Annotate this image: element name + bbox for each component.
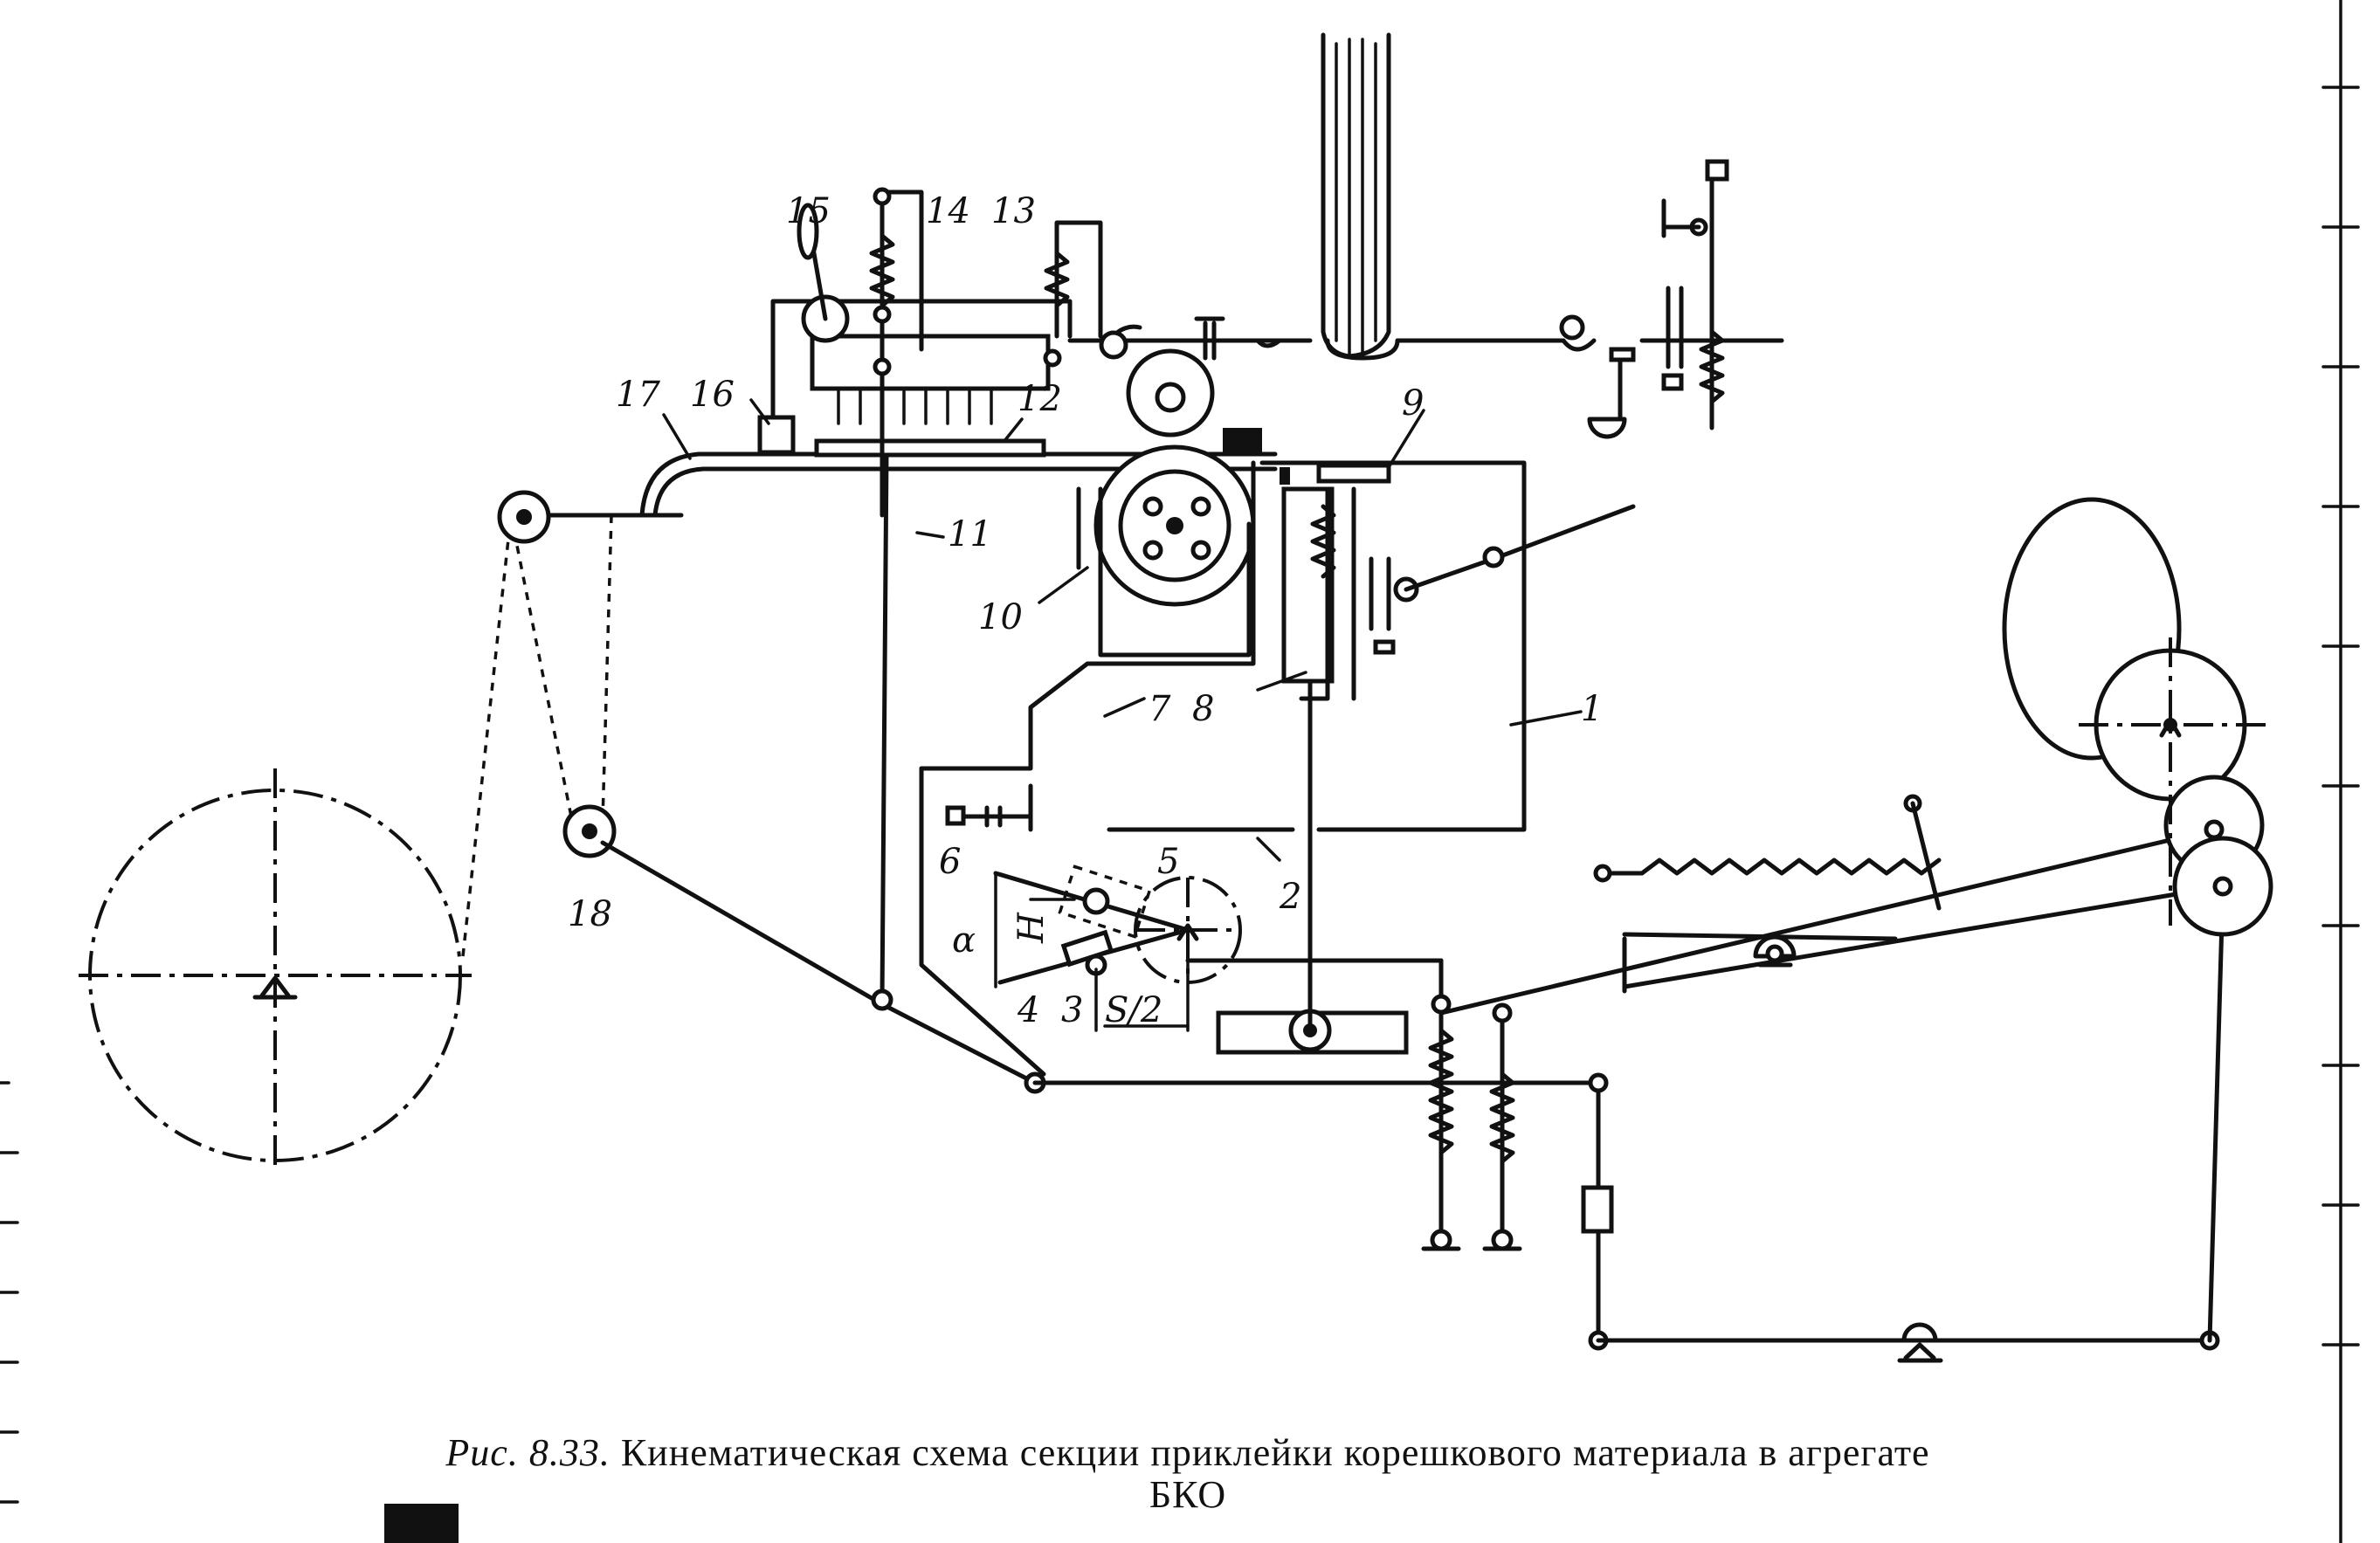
upper-mechanism xyxy=(639,187,1278,518)
label-1: 1 xyxy=(1581,689,1603,729)
label-s-half: S/2 xyxy=(1105,990,1162,1030)
lever-right xyxy=(1438,794,2225,1016)
scan-artifact xyxy=(384,1504,459,1543)
supply-reel xyxy=(79,768,472,1170)
label-15: 15 xyxy=(786,191,831,231)
web-path xyxy=(461,513,684,957)
label-18: 18 xyxy=(568,894,612,934)
label-17: 17 xyxy=(616,375,660,415)
guide-roller-top xyxy=(497,490,551,544)
label-10: 10 xyxy=(978,597,1023,637)
label-3: 3 xyxy=(1061,990,1083,1030)
slider-block xyxy=(1216,679,1409,1055)
element-6 xyxy=(945,805,1033,828)
label-2: 2 xyxy=(1279,877,1301,917)
part-labels: 1 2 3 4 5 6 7 8 9 10 11 12 13 14 15 16 1… xyxy=(568,191,1603,1030)
caption-text-line2: БКО xyxy=(1149,1473,1227,1516)
cam-5 xyxy=(993,864,1444,1032)
label-5: 5 xyxy=(1157,842,1179,882)
right-reels xyxy=(2002,497,2273,937)
label-4: 4 xyxy=(1017,990,1039,1030)
label-6: 6 xyxy=(939,842,961,882)
roller-18 xyxy=(562,804,1038,1085)
label-8: 8 xyxy=(1192,689,1214,729)
label-11: 11 xyxy=(948,514,992,555)
caption-text-line1: Кинематическая схема секции приклейки ко… xyxy=(620,1431,1930,1474)
label-alpha: α xyxy=(952,920,976,961)
label-14: 14 xyxy=(926,191,970,231)
column xyxy=(1321,32,1391,359)
leader-lines xyxy=(662,398,1583,862)
drum-10 xyxy=(1076,348,1262,658)
label-h: H xyxy=(1011,912,1052,944)
label-7: 7 xyxy=(1149,689,1171,729)
figure-number: Рис. 8.33. xyxy=(445,1431,611,1474)
valve-assembly xyxy=(1559,159,1729,439)
label-16: 16 xyxy=(690,375,735,415)
springs-bottom xyxy=(1421,958,1522,1251)
label-9: 9 xyxy=(1402,383,1424,424)
label-13: 13 xyxy=(991,191,1036,231)
label-12: 12 xyxy=(1018,379,1062,419)
element-8 xyxy=(1280,463,1636,701)
figure-caption: Рис. 8.33. Кинематическая схема секции п… xyxy=(218,1432,2157,1516)
